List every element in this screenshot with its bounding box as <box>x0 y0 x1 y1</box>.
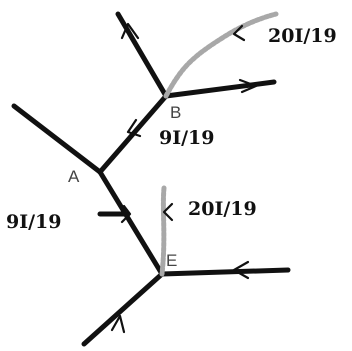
wire-b-right <box>163 79 277 99</box>
node-label-b: B <box>170 103 181 122</box>
arrow-e-right-icon <box>232 260 250 280</box>
wire-e-right <box>159 267 291 277</box>
current-label-e-vertical: 20I/19 <box>188 198 257 220</box>
grey-wire-b-top-right <box>163 11 279 99</box>
current-label-left: 9I/19 <box>6 211 62 233</box>
node-label-e: E <box>166 251 177 270</box>
wire-e-down <box>81 271 165 347</box>
arrow-ab-icon <box>126 118 142 138</box>
arrow-marks <box>110 22 258 334</box>
arrow-e-down-icon <box>110 314 126 334</box>
current-label-top-right: 20I/19 <box>268 25 337 47</box>
wires <box>11 11 291 347</box>
arrow-left-stub-icon <box>120 204 132 224</box>
arrow-up-icon <box>120 22 140 40</box>
node-label-a: A <box>68 167 80 186</box>
grey-wires <box>159 11 279 277</box>
arrow-right-icon <box>238 78 258 94</box>
arrow-grey-e-icon <box>162 202 174 222</box>
wire-a-e <box>97 169 165 277</box>
arrow-grey-top-icon <box>232 24 246 42</box>
grey-wire-e-vertical <box>159 185 167 277</box>
current-label-ab: 9I/19 <box>159 127 215 149</box>
wire-a-left <box>11 103 103 175</box>
wire-b-up <box>115 11 169 99</box>
